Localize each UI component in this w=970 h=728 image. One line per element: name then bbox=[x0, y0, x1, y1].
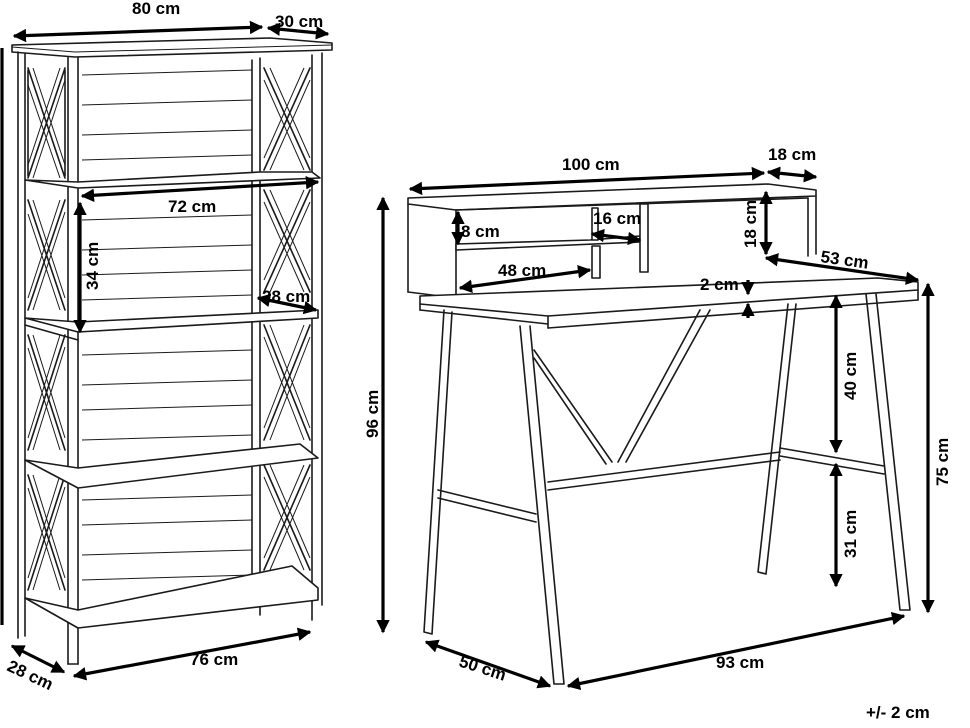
total-height-label: 96 cm bbox=[363, 390, 382, 438]
shelf-gap-label: 34 cm bbox=[83, 242, 102, 290]
compartment-height-label: 8 cm bbox=[461, 222, 500, 241]
hutch-depth-label: 18 cm bbox=[768, 145, 816, 164]
top-thickness-label: 2 cm bbox=[700, 275, 739, 294]
bookcase-base-depth-label: 28 cm bbox=[4, 656, 56, 694]
bar-height-label: 31 cm bbox=[841, 510, 860, 558]
bookcase-width-label: 80 cm bbox=[132, 0, 180, 18]
bookcase-base-width-label: 76 cm bbox=[190, 650, 238, 669]
back-slats bbox=[81, 69, 253, 581]
right-x-braces bbox=[263, 67, 311, 571]
bookcase-drawing bbox=[11, 37, 333, 665]
desk-base-depth-label: 50 cm bbox=[457, 652, 509, 685]
table-height-label: 75 cm bbox=[933, 438, 952, 486]
desk-dimensions: 100 cm 18 cm 18 cm 8 cm 16 cm 48 cm 53 c… bbox=[363, 145, 952, 691]
divider-width-label: 16 cm bbox=[593, 209, 641, 228]
desk-base-width-label: 93 cm bbox=[716, 653, 764, 672]
shelf-depth-label: 28 cm bbox=[262, 287, 310, 306]
bookcase-depth-label: 30 cm bbox=[275, 12, 323, 31]
desk-depth-label: 53 cm bbox=[819, 247, 869, 273]
tolerance-note: +/- 2 cm bbox=[866, 703, 930, 722]
left-x-braces bbox=[27, 67, 66, 591]
shelf-width-label: 72 cm bbox=[168, 197, 216, 216]
hutch-width-label: 100 cm bbox=[562, 155, 620, 174]
hutch-height-label: 18 cm bbox=[741, 200, 760, 248]
compartment-width-label: 48 cm bbox=[498, 261, 546, 280]
bookcase-shelves bbox=[24, 171, 321, 629]
knee-height-label: 40 cm bbox=[841, 352, 860, 400]
